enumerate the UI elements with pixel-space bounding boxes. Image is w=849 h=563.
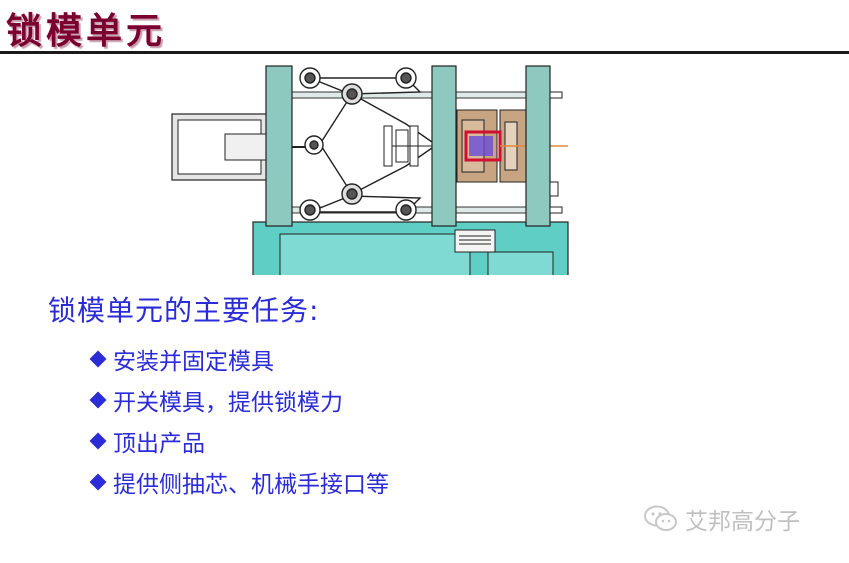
diamond-bullet-icon [89, 350, 107, 367]
moving-platen [431, 65, 457, 227]
wechat-icon [644, 505, 677, 531]
list-item: 开关模具，提供锁模力 [88, 379, 389, 420]
toggle-mechanism [299, 67, 433, 221]
task-heading: 锁模单元的主要任务: [48, 294, 320, 327]
mold [456, 109, 568, 183]
diamond-bullet-icon [89, 391, 107, 408]
machine-base [252, 221, 569, 275]
fixed-platen [525, 65, 551, 227]
hydraulic-cylinder [171, 107, 320, 187]
slide-title: 锁模单元 [6, 10, 167, 52]
list-item: 安装并固定模具 [88, 338, 389, 379]
list-item-text: 开关模具，提供锁模力 [113, 389, 343, 416]
list-item-text: 提供侧抽芯、机械手接口等 [113, 471, 389, 498]
list-item-text: 安装并固定模具 [113, 348, 274, 375]
crosshead [383, 125, 432, 167]
watermark: 艾邦高分子 [643, 502, 800, 536]
title-rule [0, 51, 849, 54]
list-item: 提供侧抽芯、机械手接口等 [88, 461, 389, 502]
diamond-bullet-icon [89, 473, 107, 490]
watermark-text: 艾邦高分子 [685, 509, 800, 535]
list-item: 顶出产品 [88, 420, 389, 461]
clamping-unit-diagram [171, 65, 569, 275]
task-list: 安装并固定模具 开关模具，提供锁模力 顶出产品 提供侧抽芯、机械手接口等 [88, 338, 389, 502]
rear-platen [265, 65, 293, 227]
list-item-text: 顶出产品 [113, 430, 205, 457]
diamond-bullet-icon [89, 432, 107, 449]
